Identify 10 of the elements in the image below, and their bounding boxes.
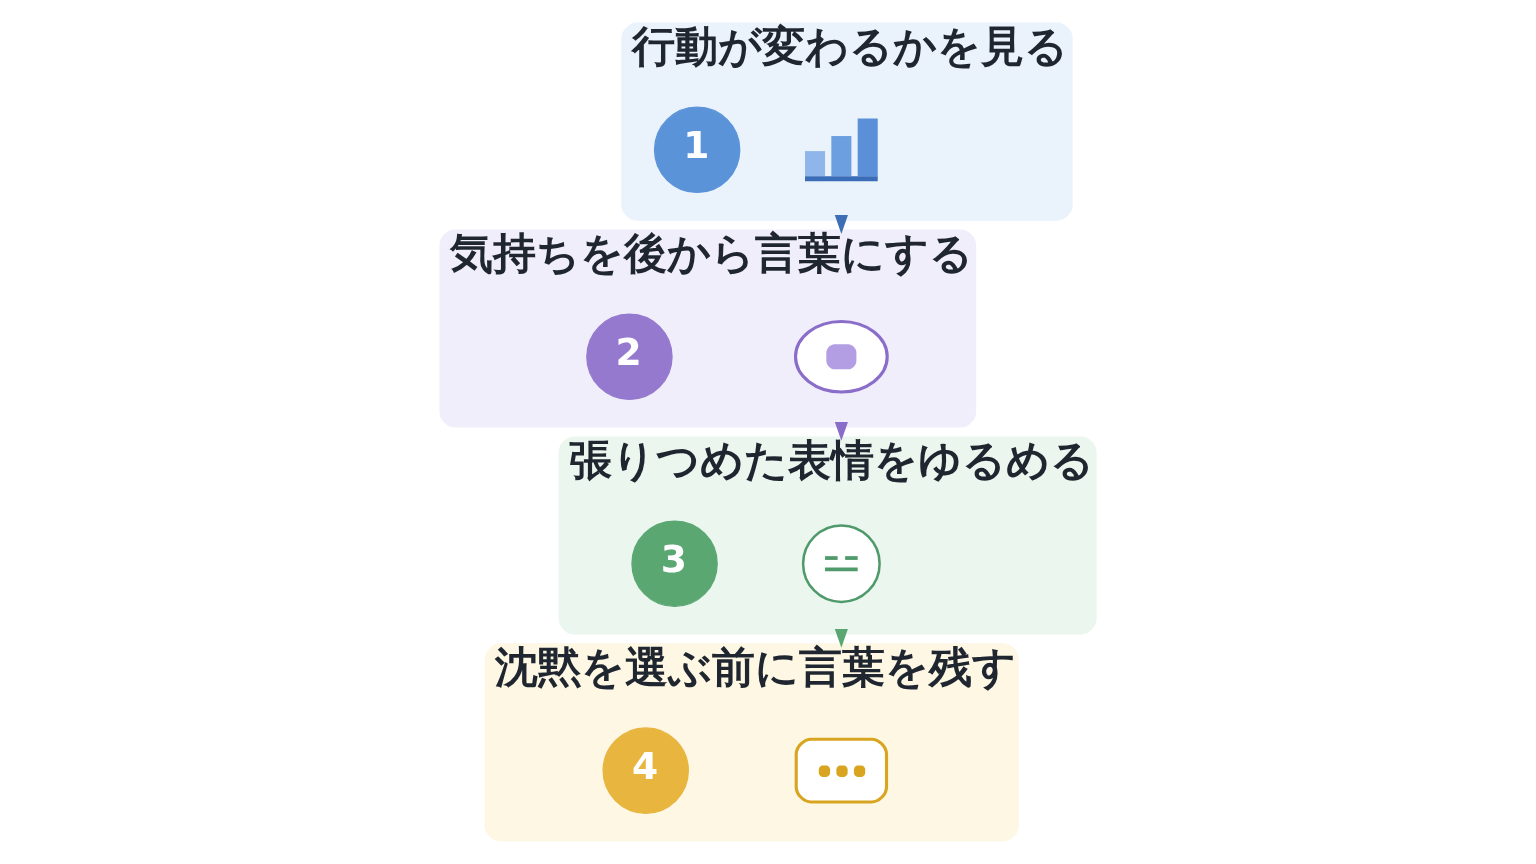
node-circle: 4 [602, 727, 689, 814]
node-picture [794, 737, 889, 804]
node-circle: 1 [653, 106, 741, 194]
arrow [834, 215, 848, 234]
node-circle: 3 [631, 520, 718, 607]
node-circle: 2 [586, 313, 673, 400]
arrow [834, 628, 848, 648]
node-picture [801, 524, 881, 604]
node-picture [793, 320, 889, 394]
arrow [834, 421, 848, 441]
